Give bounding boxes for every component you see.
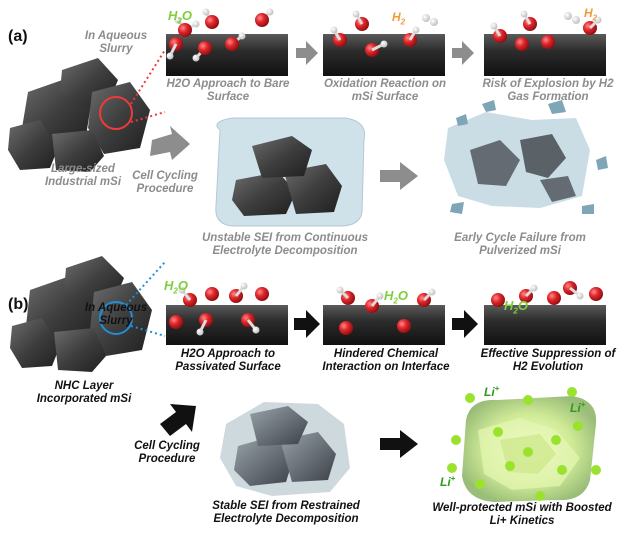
li-ion-label-3: Li+: [440, 474, 456, 489]
panel-label-b: (b): [8, 296, 29, 313]
mSi-particle-cluster-b: [10, 256, 152, 372]
particle-caption-a: Large-sized Industrial mSi: [44, 163, 122, 188]
step1-caption-b: H2O Approach to Passivated Surface: [175, 348, 281, 373]
cycling-caption-b: Cell Cycling Procedure: [134, 440, 200, 465]
sei-caption-a: Unstable SEI from Continuous Electrolyte…: [201, 232, 369, 257]
step2-caption-b: Hindered Chemical Interaction on Interfa…: [322, 348, 450, 373]
mSi-particle-cluster-a: [8, 58, 150, 172]
unstable-sei-particle: [215, 117, 366, 227]
black-arrow-b4: [380, 430, 418, 458]
h2o-label-b2: H2O: [384, 288, 408, 306]
step1-caption-a: H2O Approach to Bare Surface: [166, 78, 290, 103]
sei-caption-b: Stable SEI from Restrained Electrolyte D…: [212, 500, 360, 525]
step3-caption-b: Effective Suppression of H2 Evolution: [480, 348, 616, 373]
h2-label-a2: H2: [392, 10, 406, 27]
h2-label-a3: H2: [584, 6, 598, 23]
passivated-surface-strip-1: [166, 305, 288, 345]
particle-caption-b: NHC Layer Incorporated mSi: [36, 380, 132, 405]
zoom-circle-b: [99, 301, 133, 335]
h2o-label-b1: H2O: [164, 278, 188, 296]
slurry-label-b: In Aqueous Slurry: [84, 302, 148, 327]
step2-caption-a: Oxidation Reaction on mSi Surface: [323, 78, 447, 103]
li-ion-label-2: Li+: [570, 400, 586, 415]
result-caption-b: Well-protected mSi with Boosted Li+ Kine…: [432, 502, 612, 527]
zoom-line-a-bottom: [130, 111, 166, 123]
grey-arrow-a4: [380, 162, 418, 190]
black-arrow-b1: [294, 310, 320, 338]
water-molecules-b2: [336, 286, 436, 335]
h2o-label-b3: H2O: [504, 298, 528, 316]
grey-arrow-a1: [296, 41, 318, 65]
black-arrow-b2: [452, 310, 478, 338]
grey-arrow-a3: [150, 126, 190, 160]
water-molecules-b3: [491, 281, 603, 307]
zoom-line-b-bottom: [130, 325, 166, 337]
zoom-circle-a: [99, 96, 133, 130]
water-molecules-b1: [169, 282, 269, 336]
water-molecules-a2: [330, 10, 438, 57]
grey-arrow-a2: [452, 41, 474, 65]
li-ion-label-1: Li+: [484, 384, 500, 399]
black-arrow-b3: [160, 404, 196, 436]
li-ion-dots: [447, 387, 601, 501]
step3-caption-a: Risk of Explosion by H2 Gas Formation: [482, 78, 614, 103]
zoom-line-a-top: [130, 49, 166, 105]
failure-caption-a: Early Cycle Failure from Pulverized mSi: [454, 232, 586, 257]
water-molecules-a3: [490, 10, 602, 51]
slurry-label-a: In Aqueous Slurry: [84, 30, 148, 55]
panel-label-a: (a): [8, 28, 28, 45]
passivated-surface-strip-3: [484, 305, 606, 345]
stable-sei-particle: [220, 402, 350, 496]
water-molecules-a1: [166, 8, 274, 62]
h2o-label-a: H2O: [168, 8, 192, 26]
pulverized-mSi: [444, 100, 608, 214]
cycling-caption-a: Cell Cycling Procedure: [132, 170, 198, 195]
